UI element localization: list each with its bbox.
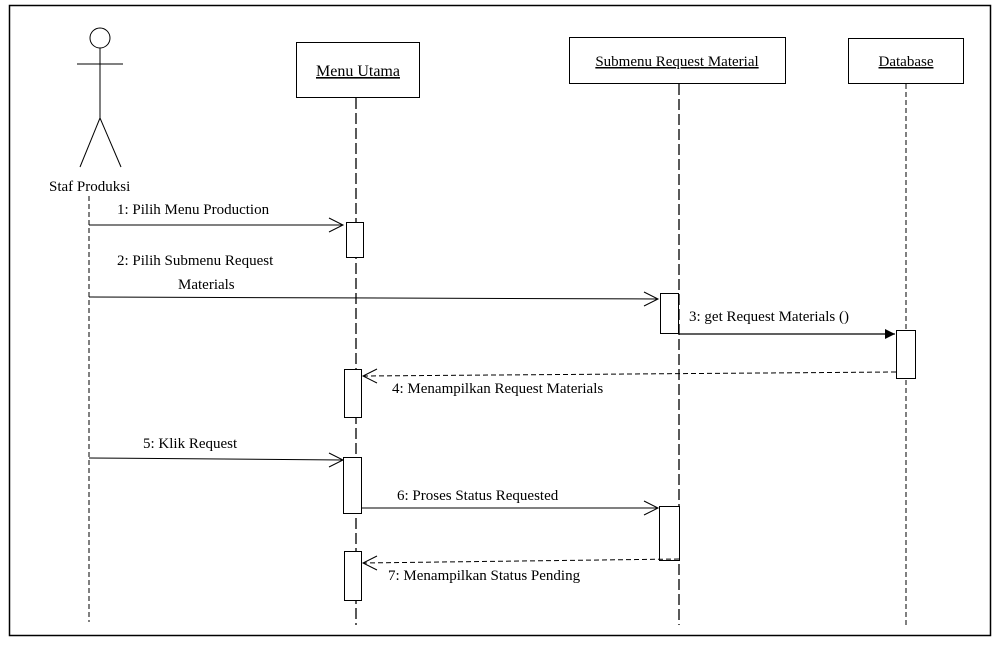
activation-bar [896, 330, 916, 379]
message-7-label: 7: Menampilkan Status Pending [388, 568, 581, 584]
actor-staf-produksi: Staf Produksi [49, 27, 130, 195]
actor-name: Staf Produksi [49, 179, 130, 195]
message-2-label-line1: 2: Pilih Submenu Request [117, 253, 274, 269]
object-menu-utama: Menu Utama [296, 42, 420, 98]
object-name-menu-utama: Menu Utama [316, 63, 400, 80]
message-1-label: 1: Pilih Menu Production [117, 202, 270, 218]
message-6: 6: Proses Status Requested [362, 488, 660, 516]
message-7: 7: Menampilkan Status Pending [361, 555, 680, 584]
object-database: Database [848, 38, 964, 84]
message-5-label: 5: Klik Request [143, 436, 238, 452]
message-6-label: 6: Proses Status Requested [397, 488, 559, 504]
activation-bar [660, 293, 679, 334]
activation-bar [659, 506, 680, 561]
activation-bar [343, 457, 362, 514]
message-3-label: 3: get Request Materials () [689, 309, 849, 325]
object-name-submenu-request-material: Submenu Request Material [595, 54, 758, 70]
activation-bar [346, 222, 364, 258]
message-3: 3: get Request Materials () [679, 309, 895, 339]
activation-bar [344, 551, 362, 601]
message-1: 1: Pilih Menu Production [89, 202, 345, 233]
message-4: 4: Menampilkan Request Materials [361, 368, 897, 397]
message-4-label: 4: Menampilkan Request Materials [392, 381, 603, 397]
object-submenu-request-material: Submenu Request Material [569, 37, 786, 84]
message-2: 2: Pilih Submenu Request Materials [88, 253, 660, 307]
diagram-frame [8, 4, 992, 637]
message-2-label-line2: Materials [178, 277, 235, 293]
object-name-database: Database [879, 54, 934, 70]
message-5: 5: Klik Request [88, 436, 345, 468]
activation-bar [344, 369, 362, 418]
